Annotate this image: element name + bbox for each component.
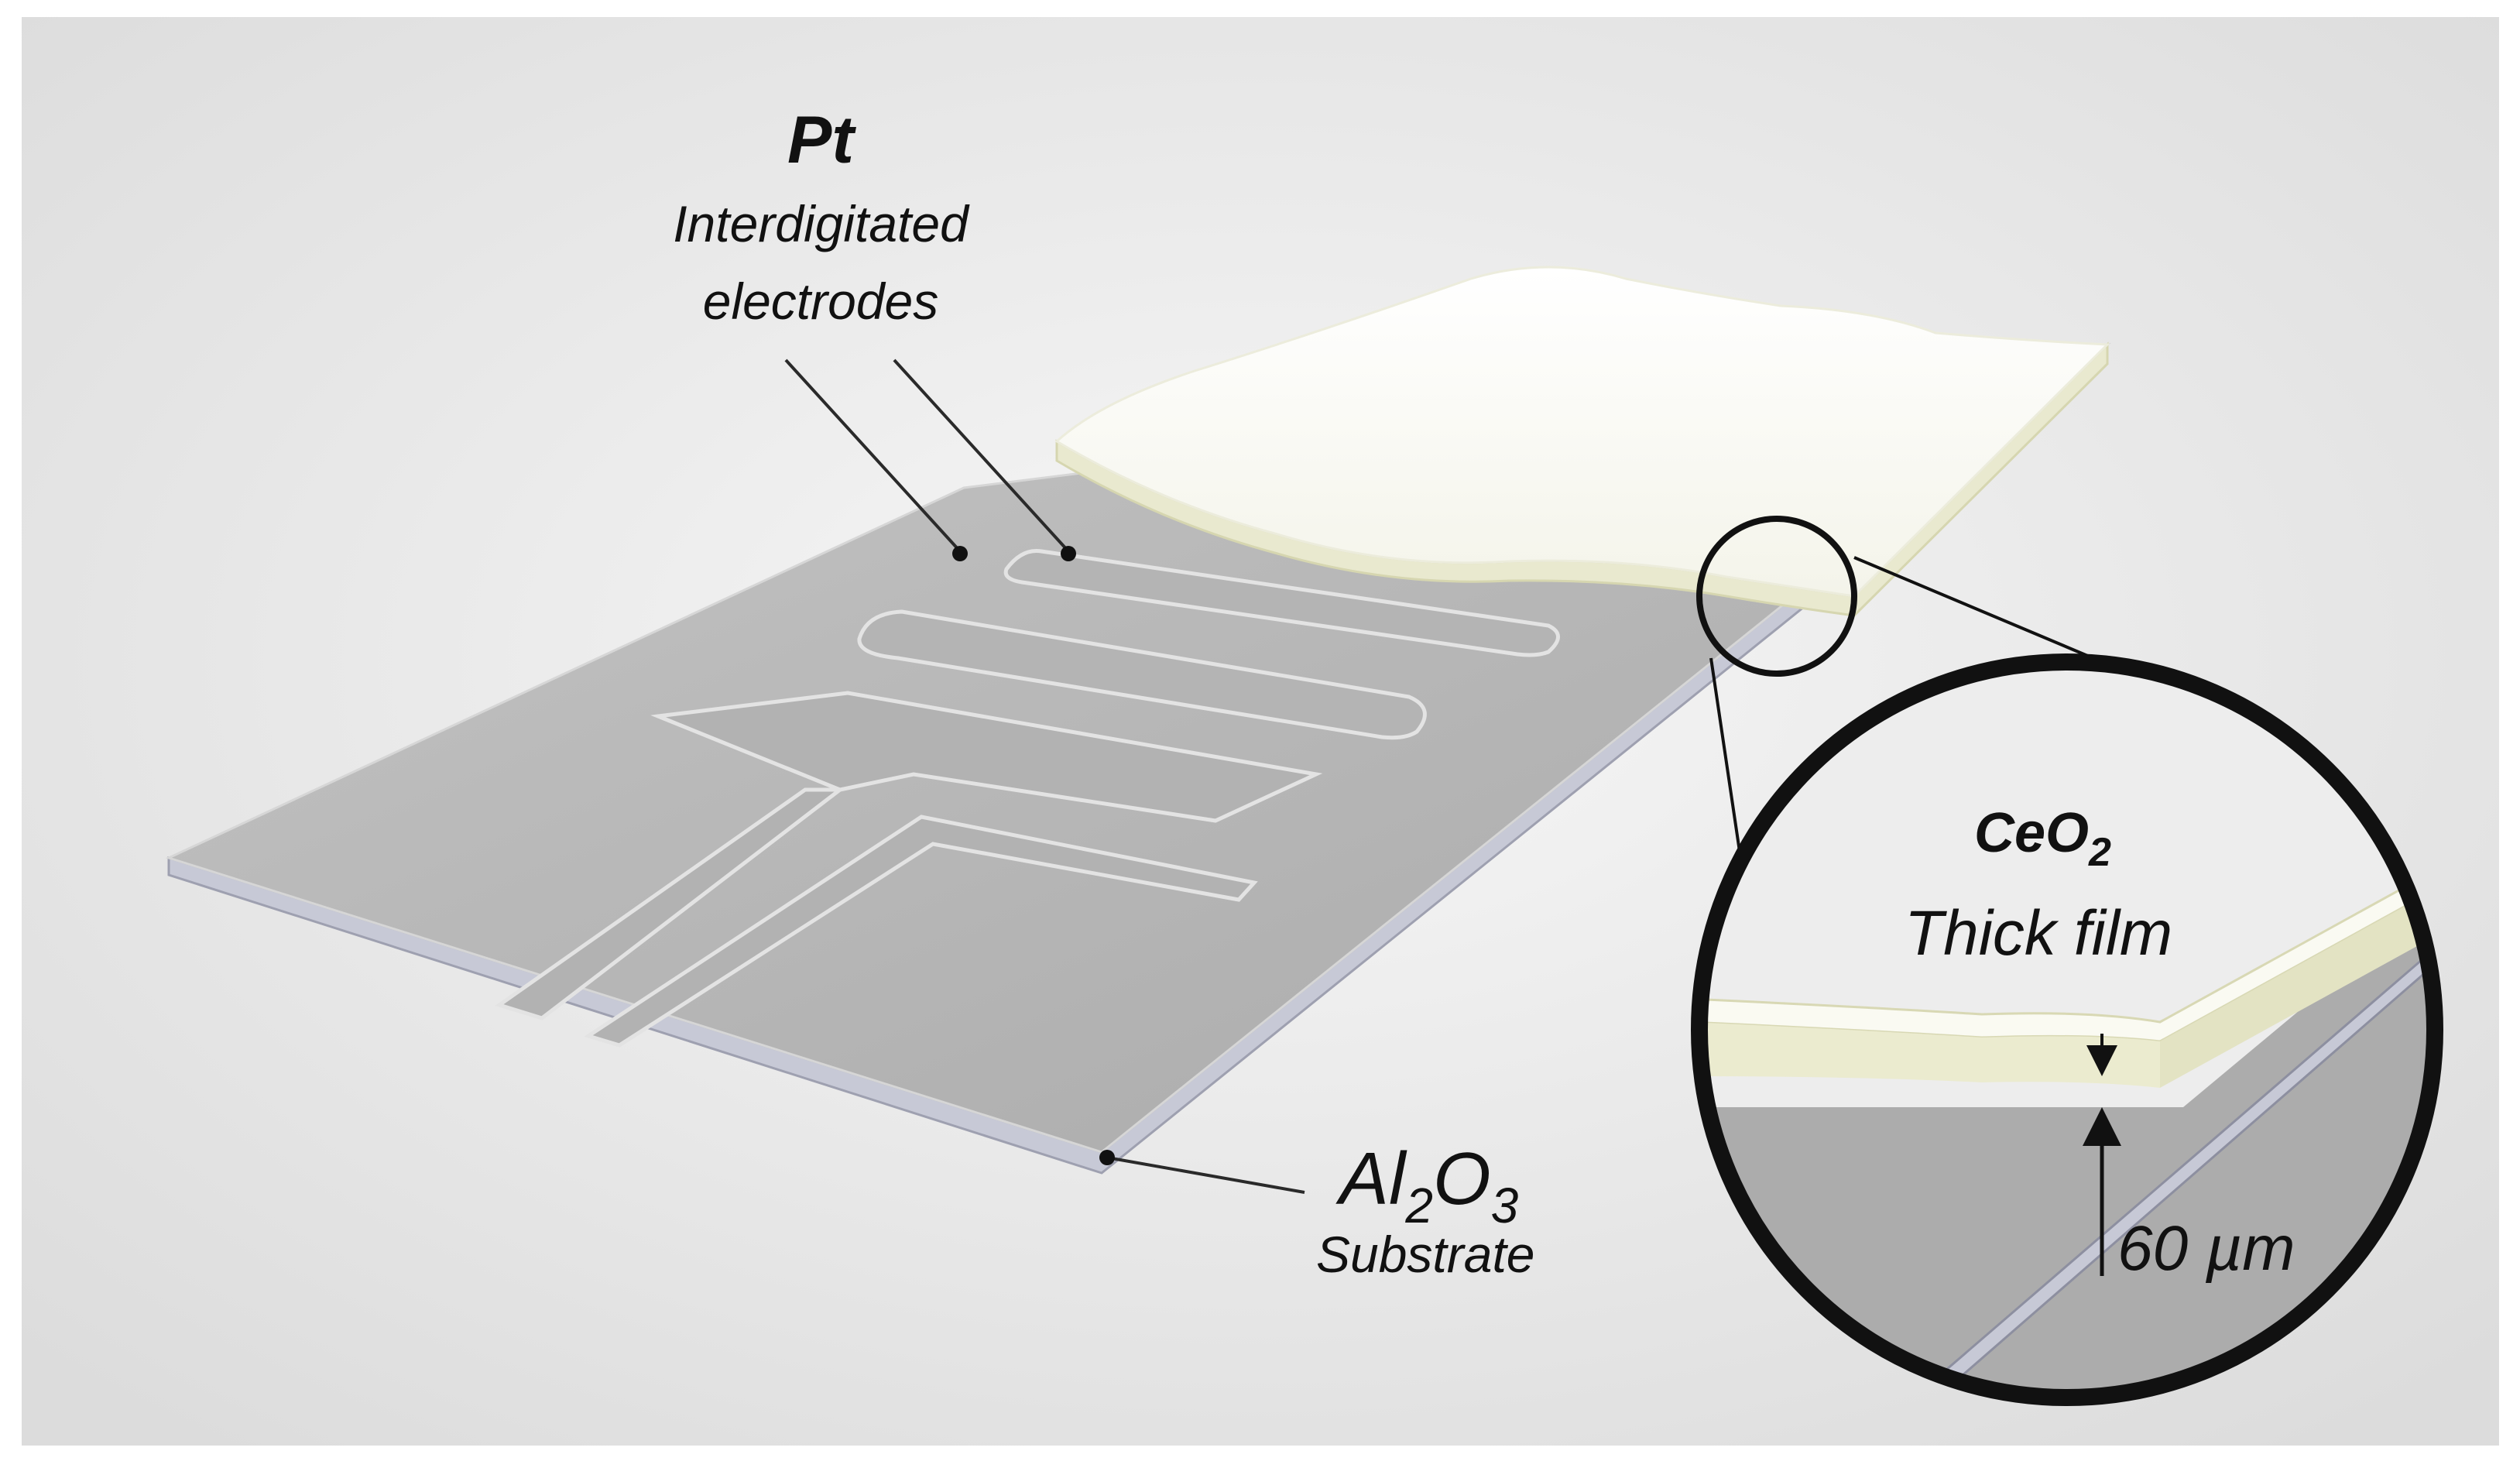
substrate-leader-line	[1106, 1156, 1305, 1194]
electrode-lead-left	[495, 787, 846, 1020]
circle-callout-icon	[1691, 653, 2443, 1406]
electrode-finger-1	[1003, 548, 1560, 657]
magnified-view	[1691, 653, 2443, 1406]
pt-leader-line-2	[893, 358, 1070, 553]
pt-label: Pt	[787, 103, 856, 177]
thick-film-label: Thick film	[1905, 898, 2172, 969]
substrate-leader-dot	[1099, 1150, 1115, 1165]
pt-description-line2: electrodes	[703, 273, 939, 330]
pt-leader-dot-2	[1061, 546, 1076, 561]
electrode-lead-right	[584, 815, 1258, 1048]
pt-description-line1: Interdigitated	[673, 195, 970, 252]
thickness-label: 60 µm	[2117, 1213, 2295, 1284]
ceo2-label: CeO2	[1974, 802, 2111, 875]
ceo2-film-top	[1054, 266, 2110, 598]
electrode-finger-2	[857, 609, 1427, 740]
pt-leader-line-1	[784, 358, 962, 553]
al2o3-label: Al2O3	[1335, 1137, 1519, 1233]
pt-leader-dot-1	[952, 546, 968, 561]
substrate-label: Substrate	[1316, 1226, 1535, 1283]
zoom-region-circle	[1696, 516, 1857, 677]
